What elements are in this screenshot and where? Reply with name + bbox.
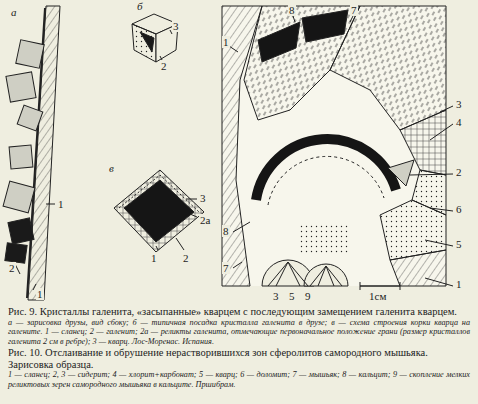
callout-number: 8	[222, 225, 230, 237]
caption-legend: а — зарисовка друзы, вид сбоку; б — типи…	[8, 318, 470, 347]
callout-number: 5	[288, 290, 296, 302]
caption-legend: 1 — сланец; 2, 3 — сидерит; 4 — хлорит+к…	[8, 370, 470, 389]
callout-number: 4	[455, 116, 463, 128]
callout-number: 1	[150, 252, 158, 264]
callout-number: 2	[182, 252, 190, 264]
specimen-sketch	[222, 6, 453, 290]
callout-number: 5	[455, 238, 463, 250]
callout-number: а	[10, 6, 18, 18]
callout-number: 3	[199, 192, 207, 204]
figure-caption: Рис. 9. Кристаллы галенита, «засыпанные»…	[8, 306, 470, 318]
callout-number: 3	[272, 290, 280, 302]
callout-number: 3	[455, 98, 463, 110]
callout-number: 8	[288, 4, 296, 16]
callout-number: 2	[8, 262, 16, 274]
callout-number: 1	[36, 288, 44, 300]
callout-number: 1	[222, 36, 230, 48]
callout-number: 6	[455, 203, 463, 215]
callout-number: 1	[57, 198, 65, 210]
crust-scheme	[114, 170, 204, 252]
callout-number: 7	[350, 4, 358, 16]
druse-sketch	[3, 6, 60, 300]
caption-block: Рис. 9. Кристаллы галенита, «засыпанные»…	[8, 306, 470, 390]
callout-number: 2а	[199, 214, 211, 226]
callout-number: 7	[222, 262, 230, 274]
callout-number: 3	[172, 20, 180, 32]
callout-number: в	[108, 162, 115, 174]
callout-number: б	[136, 0, 144, 12]
figure-caption: Рис. 10. Отслаивание и обрушение нераств…	[8, 347, 470, 370]
callout-number: 2	[455, 166, 463, 178]
callout-number: 2	[160, 60, 168, 72]
callout-number: 9	[304, 290, 312, 302]
callout-number: 1	[455, 278, 463, 290]
callout-number: 1см	[368, 290, 387, 302]
